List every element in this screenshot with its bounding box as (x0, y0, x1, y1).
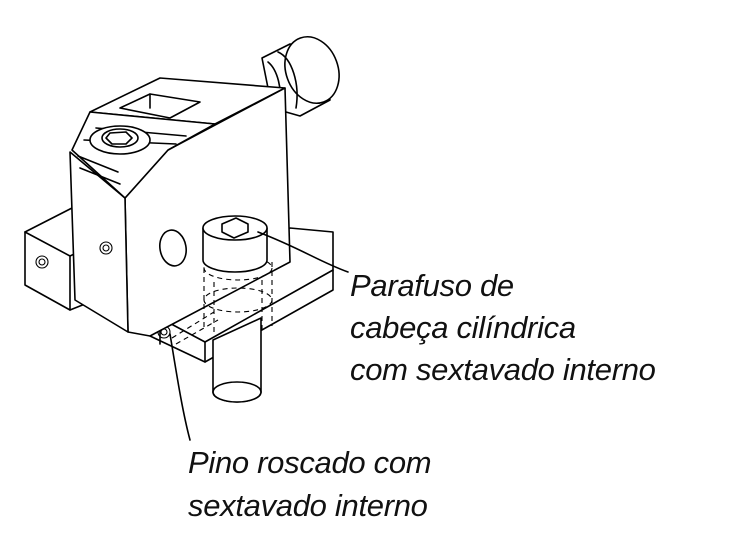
screw-label-line3: com sextavado interno (350, 352, 656, 387)
screw-leader-line (257, 231, 349, 273)
main-body (69, 77, 291, 337)
pin-label-line1: Pino roscado com (188, 445, 431, 480)
pin-leader-line (169, 333, 191, 441)
pin-label-line2: sextavado interno (188, 488, 428, 523)
screw-label: Parafuso de cabeça cilíndrica com sextav… (350, 268, 656, 387)
threaded-pin (171, 311, 219, 345)
screw-label-line2: cabeça cilíndrica (350, 310, 576, 345)
screw-label-line1: Parafuso de (350, 268, 514, 303)
pin-label: Pino roscado com sextavado interno (188, 445, 432, 523)
cylinder-head-screw (202, 215, 273, 403)
